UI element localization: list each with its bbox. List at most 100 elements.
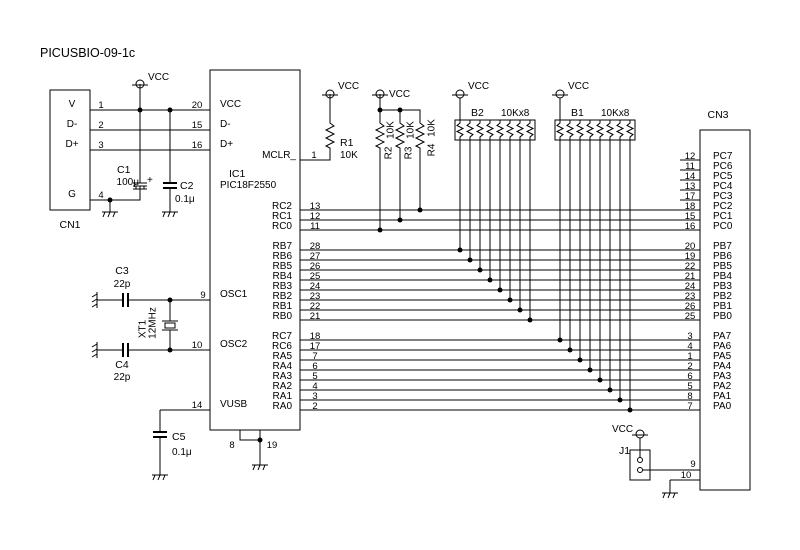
r3-value-label: 10K xyxy=(406,121,417,139)
ic1-pin-name: VUSB xyxy=(220,399,248,410)
ic1-pin-number: 27 xyxy=(310,251,321,262)
b2-body xyxy=(454,119,536,141)
cn3-pin-name: PA4 xyxy=(713,361,732,372)
ic1-pin-number: 15 xyxy=(192,120,203,131)
ic1-pin-name: OSC2 xyxy=(220,339,248,350)
c4-value-label: 22p xyxy=(114,372,131,383)
j1-ref-label: J1 xyxy=(619,445,630,457)
ic1-pin-number: 25 xyxy=(310,271,321,282)
cn3-pin-name: PC3 xyxy=(713,191,733,202)
ic1-pin-number: 17 xyxy=(310,341,321,352)
xt1-ref-label: XT1 xyxy=(138,319,149,338)
ground-icon xyxy=(102,211,118,218)
jumper-wires xyxy=(639,434,700,493)
b2-resistor-element xyxy=(485,120,495,140)
cn1-pin-number: 4 xyxy=(98,190,103,201)
ic1-pin-number: 26 xyxy=(310,261,321,272)
cn3-pin-name: PC4 xyxy=(713,181,733,192)
cn3-pin-number: 24 xyxy=(685,281,696,292)
junction-dot xyxy=(597,377,603,383)
ic1-pin-name: RA1 xyxy=(273,391,293,402)
b2-resistor-element xyxy=(515,120,525,140)
cn3-pin-name: PC0 xyxy=(713,221,733,232)
ground-icon xyxy=(91,342,98,358)
b1-resistor-element xyxy=(605,120,615,140)
ic1-pin-name: D- xyxy=(220,119,231,130)
junction-dot xyxy=(457,247,463,253)
vcc-label: VCC xyxy=(468,81,489,92)
cn3-pin-number: 17 xyxy=(685,191,696,202)
ic1-pin-name: RB1 xyxy=(273,301,293,312)
vcc-label: VCC xyxy=(389,89,410,100)
c3-value-label: 22p xyxy=(114,279,131,290)
b1-resistor-element xyxy=(565,120,575,140)
c5-value-label: 0.1μ xyxy=(172,447,192,458)
b2-resistor-element xyxy=(465,120,475,140)
b2-resistor-element xyxy=(455,120,465,140)
cn3-pin-number: 5 xyxy=(687,381,692,392)
ic1-pin-number: 19 xyxy=(267,440,278,451)
junction-dot xyxy=(587,367,593,373)
j1-pin xyxy=(637,467,643,473)
ic1-pin-name: RC6 xyxy=(272,341,292,352)
cn1-pin-number: 1 xyxy=(98,100,103,111)
c4-ref-label: C4 xyxy=(115,359,129,371)
ic1-pin-name: RB4 xyxy=(273,271,293,282)
cn3-pin-name: PA5 xyxy=(713,351,732,362)
b1-resistor-element xyxy=(595,120,605,140)
cn3-pin-number: 11 xyxy=(685,161,695,172)
r3-ref-label: R3 xyxy=(404,146,415,159)
ic1-pin-name: RB6 xyxy=(273,251,293,262)
ic1-pin-name: RA5 xyxy=(273,351,293,362)
ic1-pin-number: 21 xyxy=(310,311,321,322)
r1-value-label: 10K xyxy=(340,150,358,161)
capacitor-c4: C4 22p xyxy=(114,343,131,383)
resistor-r1 xyxy=(324,120,336,150)
b2-resistor-element xyxy=(525,120,535,140)
ic1-pin-number: 7 xyxy=(312,351,317,362)
cn3-pin-name: PB2 xyxy=(713,291,732,302)
capacitor-c2: C2 0.1μ xyxy=(163,180,195,205)
ic1-pin-number: 22 xyxy=(310,301,321,312)
r1-ref-label: R1 xyxy=(340,137,354,149)
ic1-pin-number: 1 xyxy=(311,150,316,161)
b2-resistor-element xyxy=(505,120,515,140)
c1-ref-label: C1 xyxy=(117,164,131,176)
ic1-pin-name: OSC1 xyxy=(220,289,248,300)
c5-ref-label: C5 xyxy=(172,431,186,443)
ic1-pin-number: 4 xyxy=(312,381,317,392)
ic1-pin-name: RC1 xyxy=(272,211,292,222)
ic1-pin-number: 12 xyxy=(310,211,321,222)
cn3-pin-name: PB1 xyxy=(713,301,732,312)
ic1-pin-number: 10 xyxy=(192,340,203,351)
vcc-power-icon xyxy=(632,429,648,439)
ic1-pin-name: D+ xyxy=(220,139,233,150)
vcc-power-icon xyxy=(372,89,388,99)
cn1-ref-label: CN1 xyxy=(59,219,80,231)
b1-value-label: 10Kx8 xyxy=(601,108,630,119)
usb-wires xyxy=(90,109,210,212)
ic1-pin-number: 3 xyxy=(312,391,317,402)
b1-resistor-element xyxy=(625,120,635,140)
ic1-pin-name: RC7 xyxy=(272,331,292,342)
ground-icon xyxy=(662,492,678,499)
ic1-pic18f2550: VCC D- D+ 20 15 16 MCLR_ 1 IC1 PIC18F255… xyxy=(192,69,317,451)
ic1-pin-number: 18 xyxy=(310,331,321,342)
r2-value-label: 10K xyxy=(386,121,397,139)
cn3-pin-name: PB4 xyxy=(713,271,732,282)
vcc-label: VCC xyxy=(338,81,359,92)
junction-dot xyxy=(167,297,173,303)
ic1-pin-name: RA4 xyxy=(273,361,293,372)
cn3-pin-name: PB7 xyxy=(713,241,732,252)
c1-polarity-label: + xyxy=(147,175,153,186)
ic1-pin-number: 14 xyxy=(192,400,203,411)
ic1-pin-number: 23 xyxy=(310,291,321,302)
vusb-wire xyxy=(159,409,210,475)
cn3-pin-name: PA1 xyxy=(713,391,732,402)
junction-dot xyxy=(487,277,493,283)
cn3-body xyxy=(699,129,751,491)
junction-dot xyxy=(527,317,533,323)
cn3-pin-name: PB3 xyxy=(713,281,732,292)
ic1-pin-number: 6 xyxy=(312,361,317,372)
